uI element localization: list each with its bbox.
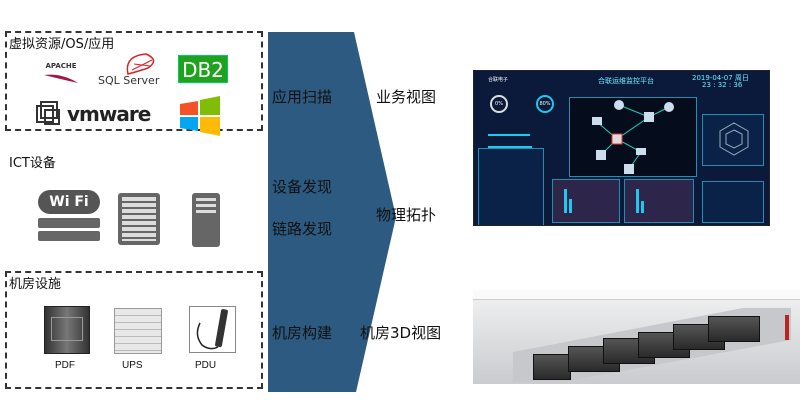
dashboard-brand: 合联电子 [488, 77, 509, 83]
tower-server-icon [192, 193, 220, 247]
db2-logo: DB2 [178, 55, 228, 83]
room-facilities-group [5, 271, 263, 389]
step-link-discovery: 链路发现 [272, 220, 333, 238]
apache-logo: APACHE [40, 62, 82, 86]
step-app-scan: 应用扫描 [272, 88, 333, 106]
wifi-router-icon: Wi Fi [38, 190, 100, 246]
server-rack-icon [118, 193, 160, 245]
pdu-icon [189, 306, 236, 353]
sql-server-logo: SQL Server [98, 52, 164, 92]
gauge-80: 80% [536, 95, 554, 113]
windows-icon [180, 96, 220, 140]
virtual-resources-group [5, 31, 263, 131]
dashboard-title: 合联运维监控平台 [598, 77, 654, 85]
ups-label: UPS [122, 360, 143, 371]
monitoring-dashboard-screenshot: 合联电子 合联运维监控平台 2019-04-07 周日 23 : 32 : 36… [473, 70, 770, 226]
output-physical-topology: 物理拓扑 [376, 206, 437, 224]
dashboard-date: 2019-04-07 周日 [692, 74, 749, 82]
virtual-resources-title: 虚拟资源/OS/应用 [9, 37, 115, 52]
pdf-cabinet-icon [44, 306, 90, 354]
output-business-view: 业务视图 [376, 88, 437, 106]
step-room-build: 机房构建 [272, 324, 333, 342]
gauge-0: 0% [490, 95, 508, 113]
room-facilities-title: 机房设施 [9, 277, 62, 292]
pdf-label: PDF [55, 360, 75, 371]
ups-icon [114, 308, 162, 354]
pdu-label: PDU [195, 360, 217, 371]
step-device-discovery: 设备发现 [272, 178, 333, 196]
output-room-3d-view: 机房3D视图 [360, 324, 442, 342]
ict-devices-title: ICT设备 [9, 156, 56, 171]
room-3d-view-screenshot [473, 290, 800, 384]
dashboard-time: 23 : 32 : 36 [702, 81, 743, 89]
vmware-logo: vmware [35, 100, 155, 130]
